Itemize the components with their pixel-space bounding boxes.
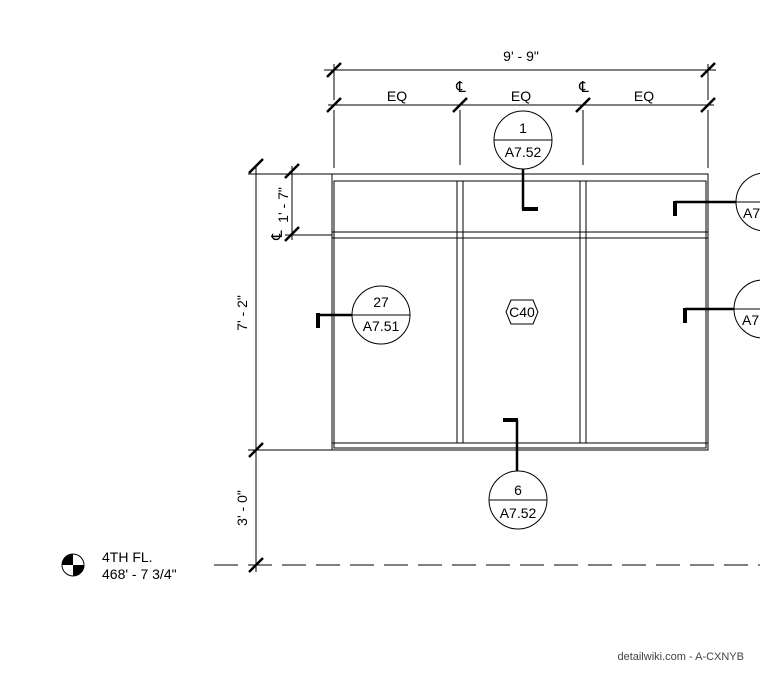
window-type-tag: C40: [509, 304, 535, 320]
window-frame: [331, 173, 709, 451]
eq-label-2: EQ: [511, 88, 531, 104]
section-marker-icon: [673, 172, 760, 232]
eq-dimension-string: [326, 97, 716, 168]
level-name: 4TH FL.: [102, 549, 153, 565]
section-marker-icon: [316, 285, 411, 345]
callout-sheet: A7.51: [363, 318, 400, 334]
callout-sheet: A7: [742, 312, 759, 328]
overall-width-dimension: [324, 62, 716, 100]
centerline-symbol-1: ℄: [455, 79, 466, 96]
callout-number: 27: [373, 294, 389, 310]
centerline-symbol-3: ℄: [269, 230, 286, 241]
callout-number: 1: [519, 120, 527, 136]
sill-height-dimension: [248, 450, 264, 573]
section-marker-icon: [488, 418, 548, 530]
level-datum-icon: [61, 553, 85, 577]
window-type-tag-icon: [505, 299, 539, 325]
overall-width-label: 9' - 9": [503, 48, 539, 64]
watermark: detailwiki.com - A-CXNYB: [617, 651, 744, 663]
top-height-dimension: [284, 163, 332, 242]
centerline-symbol-2: ℄: [578, 79, 589, 96]
section-marker-icon: [683, 279, 760, 339]
eq-label-1: EQ: [387, 88, 407, 104]
eq-label-3: EQ: [634, 88, 654, 104]
callout-number: 6: [514, 482, 522, 498]
frame-height-label: 7' - 2": [234, 295, 250, 331]
callout-sheet: A7: [743, 205, 760, 221]
callout-sheet: A7.52: [500, 505, 537, 521]
callout-sheet: A7.52: [505, 144, 542, 160]
top-height-label: 1' - 7": [275, 187, 291, 223]
level-elevation: 468' - 7 3/4": [102, 566, 177, 582]
section-marker-icon: [493, 110, 553, 211]
sill-height-label: 3' - 0": [234, 490, 250, 526]
